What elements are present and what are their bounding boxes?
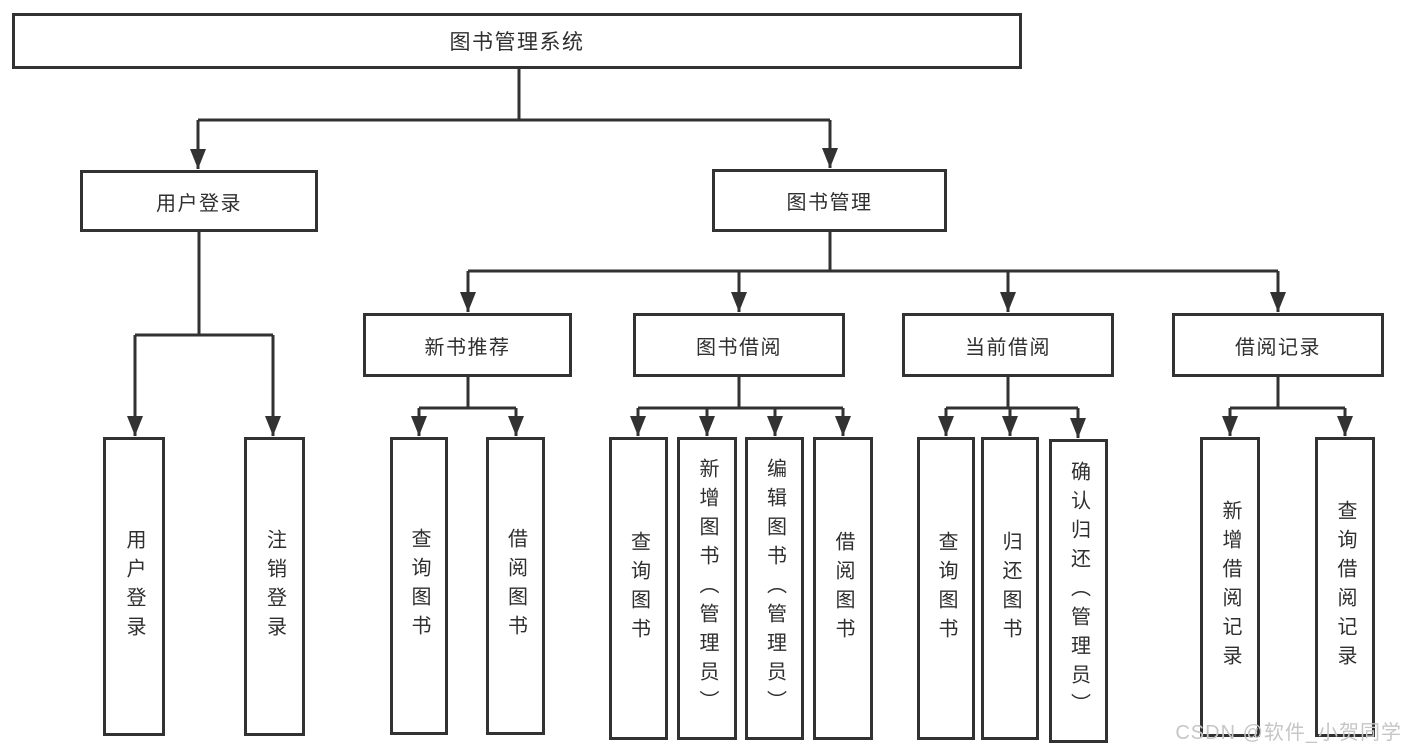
leaf-borrow-query-book: 查询图书: [609, 437, 668, 740]
connector-newbook-bracket: [419, 377, 516, 410]
leaf-borrow-add-book-admin: 新增图书（管理员）: [677, 437, 737, 740]
node-label: 注销登录: [263, 528, 286, 645]
node-borrowing-records: 借阅记录: [1172, 313, 1384, 377]
node-new-book-recommendation: 新书推荐: [363, 313, 572, 377]
connector-login-bracket: [135, 232, 273, 337]
node-label: 借阅图书: [504, 528, 527, 644]
leaf-current-return-book: 归还图书: [981, 437, 1039, 740]
node-label: 用户登录: [156, 192, 242, 215]
node-label: 新增借阅记录: [1219, 500, 1241, 674]
node-label: 查询图书: [935, 530, 957, 647]
node-root: 图书管理系统: [12, 13, 1022, 69]
node-label: 图书管理: [786, 192, 873, 214]
node-label: 查询借阅记录: [1334, 500, 1356, 674]
node-label: 当前借阅: [965, 336, 1051, 359]
leaf-records-query-record: 查询借阅记录: [1315, 437, 1375, 737]
node-label: 查询图书: [627, 530, 650, 647]
connector-root-bracket: [198, 69, 830, 122]
csdn-watermark: CSDN @软件_小贺同学: [1175, 722, 1402, 744]
leaf-logout: 注销登录: [244, 437, 305, 736]
node-label: 确认归还（管理员）: [1067, 460, 1090, 722]
leaf-current-confirm-return-admin: 确认归还（管理员）: [1049, 439, 1108, 743]
node-label: 借阅记录: [1235, 336, 1321, 359]
leaf-records-add-record: 新增借阅记录: [1200, 437, 1260, 737]
leaf-borrow-borrow-book: 借阅图书: [813, 437, 873, 740]
connector-current-bracket: [946, 377, 1078, 410]
connector-mgmt-bracket: [468, 232, 1278, 273]
leaf-borrow-edit-book-admin: 编辑图书（管理员）: [745, 437, 804, 740]
node-label: 新书推荐: [424, 336, 511, 359]
node-user-login: 用户登录: [80, 170, 318, 232]
node-book-management: 图书管理: [712, 169, 947, 232]
node-label: 用户登录: [123, 528, 145, 645]
leaf-user-login: 用户登录: [103, 437, 165, 736]
leaf-current-query-book: 查询图书: [917, 437, 975, 740]
node-label: 图书借阅: [696, 336, 782, 359]
leaf-recommend-query-book: 查询图书: [390, 437, 448, 735]
node-label: 图书管理系统: [449, 31, 585, 54]
node-current-borrowing: 当前借阅: [902, 313, 1114, 377]
node-label: 归还图书: [999, 530, 1021, 647]
leaf-recommend-borrow-book: 借阅图书: [486, 437, 545, 735]
node-label: 查询图书: [408, 528, 430, 644]
node-label: 借阅图书: [832, 530, 854, 647]
node-book-borrowing: 图书借阅: [633, 313, 845, 377]
connector-borrow-bracket: [638, 377, 843, 410]
node-label: 新增图书（管理员）: [696, 458, 718, 719]
node-label: 编辑图书（管理员）: [763, 458, 786, 719]
connector-records-bracket: [1230, 377, 1345, 410]
